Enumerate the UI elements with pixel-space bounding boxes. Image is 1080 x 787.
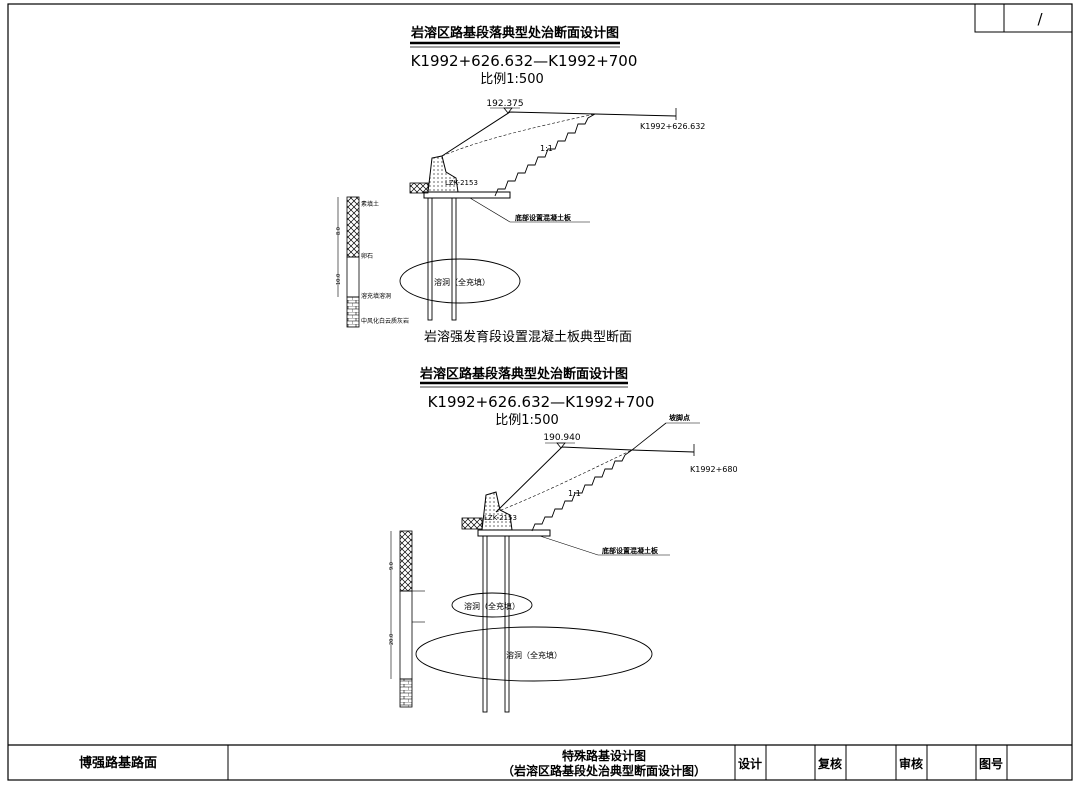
section-b-depth-2: 20.0 bbox=[389, 634, 395, 645]
section-b-station-range: K1992+626.632—K1992+700 bbox=[428, 393, 655, 411]
pile-a-1 bbox=[427, 197, 433, 321]
ground-line-a bbox=[441, 111, 677, 157]
fill-slope-b bbox=[531, 449, 633, 532]
riprap-a bbox=[409, 182, 429, 194]
title-block: 博强路基路面 特殊路基设计图 （岩溶区路基段处治典型断面设计图） 设计 复核 审… bbox=[8, 744, 1072, 780]
pile-b-1 bbox=[482, 535, 488, 713]
section-b-title: 岩溶区路基段落典型处治断面设计图 bbox=[419, 366, 628, 382]
drawing-no-label: 图号 bbox=[979, 756, 1003, 771]
borehole-column-b: 9.0 20.0 bbox=[389, 530, 425, 708]
sheet-border bbox=[7, 3, 1073, 781]
section-a-plate-note: 底部设置混凝土板 bbox=[515, 213, 572, 222]
section-b-slope-point: 坡脚点 bbox=[669, 413, 690, 422]
section-a-station-label: K1992+626.632 bbox=[640, 122, 705, 131]
karst-cave-a bbox=[399, 258, 521, 304]
concrete-plate-b bbox=[477, 529, 551, 537]
section-a-cave-label: 溶洞（全充填） bbox=[434, 277, 490, 287]
section-a-scale: 比例1:500 bbox=[480, 72, 543, 87]
layer-label-a-3: 溶充填溶洞 bbox=[361, 292, 391, 300]
section-b-scale: 比例1:500 bbox=[495, 413, 558, 428]
section-b-station-label: K1992+680 bbox=[690, 465, 738, 474]
section-b-cave-label-1: 溶洞（全充填） bbox=[464, 601, 520, 611]
section-b-pile-id: LZK-2153 bbox=[484, 514, 517, 522]
section-a-caption: 岩溶强发育段设置混凝土板典型断面 bbox=[424, 329, 632, 345]
section-a-slope-ratio: 1:1 bbox=[540, 144, 553, 153]
ground-line-b bbox=[495, 446, 695, 513]
section-b-cave-label-2: 溶洞（全充填） bbox=[506, 650, 562, 660]
section-a-title: 岩溶区路基段落典型处治断面设计图 bbox=[410, 25, 619, 41]
drawing-title-2: （岩溶区路基段处治典型断面设计图） bbox=[502, 763, 706, 778]
layer-label-a-2: 卵石 bbox=[361, 252, 373, 260]
retaining-wall-b bbox=[481, 491, 513, 531]
fill-slope-a bbox=[494, 113, 596, 197]
section-b-depth-1: 9.0 bbox=[389, 562, 395, 570]
section-a-elevation: 192.375 bbox=[486, 99, 523, 109]
slope-face-b bbox=[495, 449, 633, 513]
drawing-title-1: 特殊路基设计图 bbox=[562, 748, 646, 763]
karst-cave-b-1 bbox=[451, 592, 533, 618]
section-a-station-range: K1992+626.632—K1992+700 bbox=[411, 52, 638, 70]
pile-b-2 bbox=[504, 535, 510, 713]
page-number-box: / bbox=[974, 3, 1073, 33]
section-a-depth-2: 10.0 bbox=[336, 274, 342, 285]
karst-cave-b-2 bbox=[415, 626, 653, 682]
section-b-plate-note: 底部设置混凝土板 bbox=[602, 546, 659, 555]
section-b-elevation: 190.940 bbox=[543, 433, 580, 443]
design-label: 设计 bbox=[738, 756, 762, 771]
section-b-slope-ratio: 1:1 bbox=[568, 489, 581, 498]
page-number: / bbox=[1037, 10, 1043, 28]
concrete-plate-a bbox=[423, 191, 511, 199]
section-a-depth-1: 8.0 bbox=[336, 227, 342, 235]
section-a-pile-id: LZK-2153 bbox=[445, 179, 478, 187]
section-a: 岩溶区路基段落典型处治断面设计图 K1992+626.632—K1992+700… bbox=[336, 25, 705, 345]
layer-label-a-4: 中风化白云质灰岩 bbox=[361, 317, 409, 325]
section-b: 岩溶区路基段落典型处治断面设计图 K1992+626.632—K1992+700… bbox=[389, 366, 738, 713]
project-name: 博强路基路面 bbox=[79, 755, 157, 771]
slope-face-a bbox=[441, 113, 596, 157]
approve-label: 审核 bbox=[899, 756, 923, 771]
review-label: 复核 bbox=[817, 756, 842, 771]
riprap-b bbox=[461, 517, 483, 530]
layer-label-a-1: 素填土 bbox=[361, 200, 379, 208]
borehole-column-a: 8.0 10.0 素填土 卵石 溶充填溶洞 中风化白云质灰岩 bbox=[336, 196, 409, 328]
